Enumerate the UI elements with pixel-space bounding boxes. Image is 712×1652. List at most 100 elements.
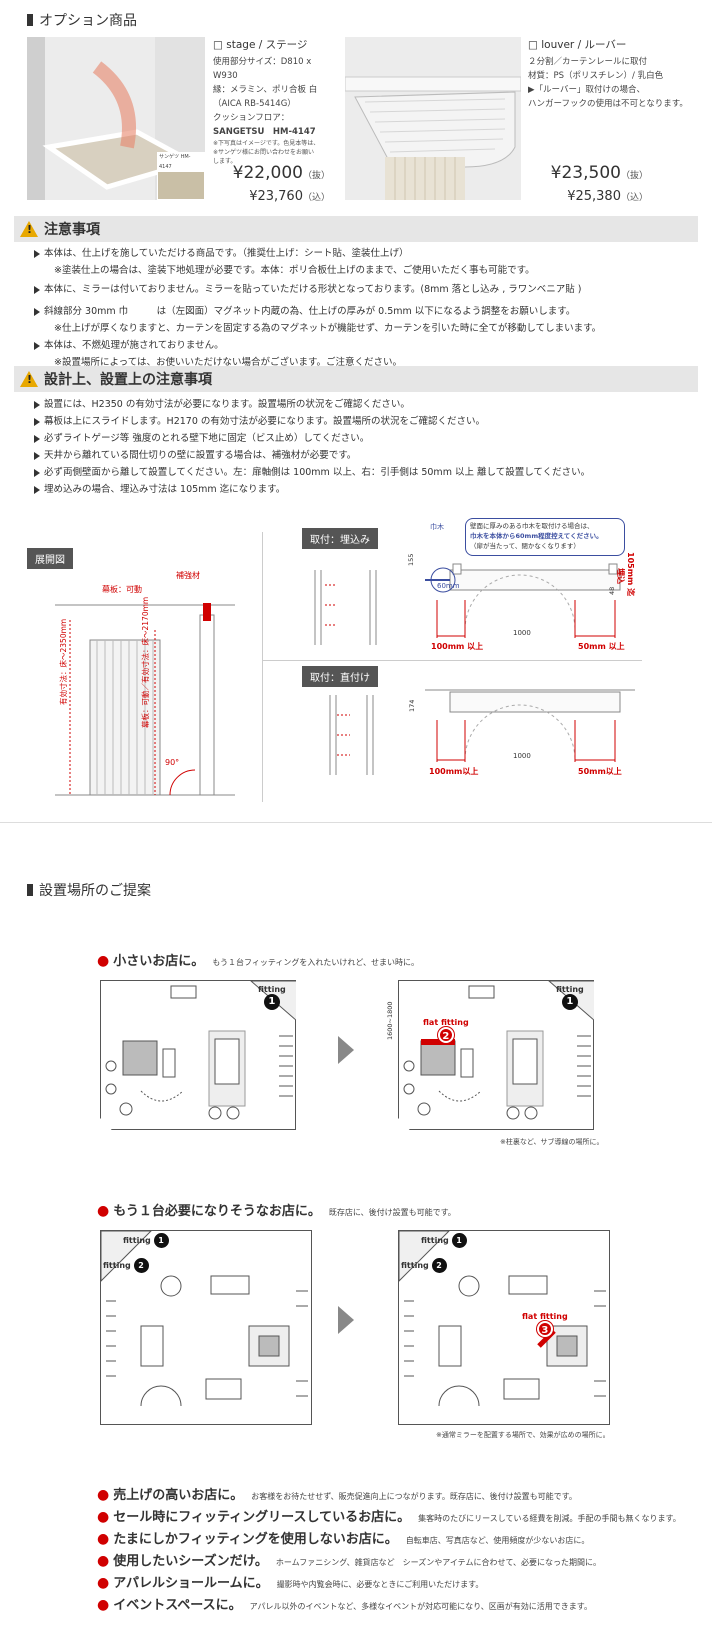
caution-list: 本体は、仕上げを施していただける商品です。（推奨仕上げ：シート貼、塗装仕上げ） …	[14, 247, 704, 370]
number-badge: 2	[133, 1258, 149, 1273]
label-ume2: 105mm 迄	[626, 552, 635, 597]
label-chokutsuke: 取付：直付け	[302, 666, 378, 687]
stage-note-2: ※サンゲツ様にお問い合わせをお願い	[213, 149, 315, 156]
louver-spec-2: 材質：PS（ポリスチレン）/ 乳白色	[528, 71, 664, 81]
caution-item-7: ※設置場所によっては、お使いいただけない場合がございます。ご注意ください。	[54, 357, 403, 368]
bullet-item-1: ●売上げの高いお店に。お客様をお待たせせず、販売促進向上につながります。既存店に…	[97, 1487, 577, 1503]
bullet-item-4: ●使用したいシーズンだけ。ホームファニシング、雑貨店など シーズンやアイテムに合…	[97, 1553, 602, 1569]
number-badge: 2	[437, 1027, 454, 1043]
louver-price-in: ¥25,380（込）	[567, 189, 648, 204]
label-50: 50mm 以上	[578, 642, 625, 651]
fitting-label-b1-1: fitting 1	[123, 1233, 169, 1248]
caution-item-2: ※塗装仕上の場合は、塗装下地処理が必要です。本体：ポリ合板仕上げのままで、ご使用…	[54, 265, 535, 276]
small-title: ●小さいお店に。もう１台フィッティングを入れたいけれど、せまい時に。	[97, 953, 419, 969]
stage-name: □ stage / ステージ	[213, 39, 308, 51]
label-umekomi: 取付：埋込み	[302, 528, 378, 549]
caution-header: 注意事項	[14, 216, 698, 242]
bullet-list: ●売上げの高いお店に。お客様をお待たせせず、販売促進向上につながります。既存店に…	[97, 1484, 697, 1616]
design-header: 設計上、設置上の注意事項	[14, 366, 698, 392]
stage-note-3: します。	[213, 158, 237, 165]
elevation-diagram	[45, 565, 235, 805]
fitting-label-b1-2: fitting 2	[103, 1258, 149, 1273]
label-50b: 50mm以上	[578, 767, 622, 776]
warning-icon	[20, 221, 38, 237]
label-habaki: 巾木	[430, 523, 444, 531]
arrow-right-icon	[338, 1306, 354, 1334]
label-155: 155	[407, 553, 415, 566]
label-1000: 1000	[513, 629, 531, 637]
label-1000b: 1000	[513, 752, 531, 760]
more-title: ●もう１台必要になりそうなお店に。既存店に、後付け設置も可能です。	[97, 1203, 456, 1219]
stage-spec-5: SANGETSU HM-4147	[213, 127, 316, 137]
label-makuita2: 幕板：可動／有効寸法：床〜2170mm	[141, 596, 150, 728]
design-item-4: 天井から離れている間仕切りの壁に設置する場合は、補強材が必要です。	[14, 449, 704, 463]
stage-spec-2: 縁：メラミン、ポリ合板 白	[213, 85, 318, 95]
divider	[262, 532, 263, 802]
fitting-label-b2-1: fitting 1	[421, 1233, 467, 1248]
label-100b: 100mm以上	[429, 767, 479, 776]
floor-plan-small-before	[100, 980, 296, 1130]
proposal-header: 設置場所のご提案	[27, 880, 151, 900]
design-list: 設置には、H2350 の有効寸法が必要になります。設置場所の状況をご確認ください…	[14, 398, 704, 497]
note-small: ※柱裏など、サブ導線の場所に。	[500, 1138, 604, 1146]
chokutsuke-plan	[425, 680, 635, 780]
caution-item-5: ※仕上げが厚くなりますと、カーテンを固定する為のマグネットが機能せず、カーテンを…	[54, 323, 602, 334]
stage-price-ex: ¥22,000（抜）	[232, 163, 330, 183]
caution-item-1: 本体は、仕上げを施していただける商品です。（推奨仕上げ：シート貼、塗装仕上げ）	[14, 247, 704, 261]
fitting-label-b2-2: fitting 2	[401, 1258, 447, 1273]
label-deg: 90°	[165, 758, 180, 767]
bullet-item-3: ●たまにしかフィッティングを使用しないお店に。自転車店、写真店など、使用頻度が少…	[97, 1531, 590, 1547]
number-badge: 1	[451, 1233, 467, 1248]
swatch-sample: サンゲツ HM-4147	[157, 152, 205, 200]
label-makuita: 幕板：可動	[102, 585, 142, 594]
caution-item-6: 本体は、不燃処理が施されておりません。	[14, 339, 704, 353]
stage-spec-1: 使用部分サイズ：D810 x W930	[213, 57, 312, 81]
number-badge: 1	[153, 1233, 169, 1248]
dim-label: 1600~1800	[386, 1001, 394, 1040]
number-badge: 3	[536, 1321, 553, 1337]
divider	[262, 660, 642, 661]
divider	[0, 822, 712, 823]
louver-spec-3: ▶「ルーバー」取付けの場合、	[528, 85, 645, 95]
bullet-item-2: ●セール時にフィッティングリースしているお店に。集客時のたびにリースしている経費…	[97, 1509, 681, 1525]
bullet-item-6: ●イベントスペースに。アパレル以外のイベントなど、多様なイベントが対応可能になり…	[97, 1597, 592, 1613]
number-badge: 2	[431, 1258, 447, 1273]
louver-photo	[345, 37, 521, 200]
habaki-note: 壁面に厚みのある巾木を取付ける場合は、 巾木を本体から60mm程度控えてください…	[465, 518, 625, 556]
louver-price-ex: ¥23,500（抜）	[550, 163, 648, 183]
label-yuko: 有効寸法：床〜2350mm	[59, 618, 68, 705]
stage-spec-4: クッションフロア：	[213, 113, 290, 123]
stage-info: □ stage / ステージ 使用部分サイズ：D810 x W930 縁：メラミ…	[213, 37, 338, 166]
options-header: オプション商品	[27, 10, 137, 30]
louver-spec-1: ２分割／カーテンレールに取付	[528, 57, 648, 67]
stage-photo	[27, 37, 205, 200]
label-48: 48	[608, 586, 616, 595]
label-174: 174	[408, 699, 416, 712]
floor-plan-small-after	[398, 980, 594, 1130]
number-badge: 1	[561, 994, 578, 1010]
caution-item-3: 本体に、ミラーは付いておりません。ミラーを貼っていただける形状となっております。…	[14, 283, 704, 297]
bullet-item-5: ●アパレルショールームに。撮影時や内覧会時に、必要なときにご利用いただけます。	[97, 1575, 484, 1591]
stage-price-in: ¥23,760（込）	[249, 189, 330, 204]
design-item-2: 幕板は上にスライドします。H2170 の有効寸法が必要になります。設置場所の状況…	[14, 415, 704, 429]
stage-spec-3: （AICA RB-5414G）	[213, 99, 296, 109]
label-60mm: 60mm	[437, 582, 460, 590]
warning-icon	[20, 371, 38, 387]
label-100: 100mm 以上	[431, 642, 484, 651]
design-item-1: 設置には、H2350 の有効寸法が必要になります。設置場所の状況をご確認ください…	[14, 398, 704, 412]
design-item-5: 必ず両側壁面から離して設置してください。左：扉軸側は 100mm 以上、右：引手…	[14, 466, 704, 480]
stage-note-1: ※下写真はイメージです。色見本等は、	[213, 140, 320, 147]
number-badge: 1	[263, 994, 280, 1010]
louver-spec-4: ハンガーフックの使用は不可となります。	[528, 99, 688, 109]
louver-name: □ louver / ルーバー	[528, 39, 627, 51]
note-more: ※通常ミラーを配置する場所で、効果が広めの場所に。	[436, 1431, 610, 1439]
louver-info: □ louver / ルーバー ２分割／カーテンレールに取付 材質：PS（ポリス…	[528, 37, 698, 111]
chokutsuke-side	[295, 690, 390, 780]
umekomi-plan	[425, 550, 635, 650]
caution-item-4: 斜線部分 30mm 巾 は（左図面）マグネット内蔵の為、仕上げの厚みが 0.5m…	[14, 305, 704, 319]
label-hokyo: 補強材	[176, 571, 200, 580]
